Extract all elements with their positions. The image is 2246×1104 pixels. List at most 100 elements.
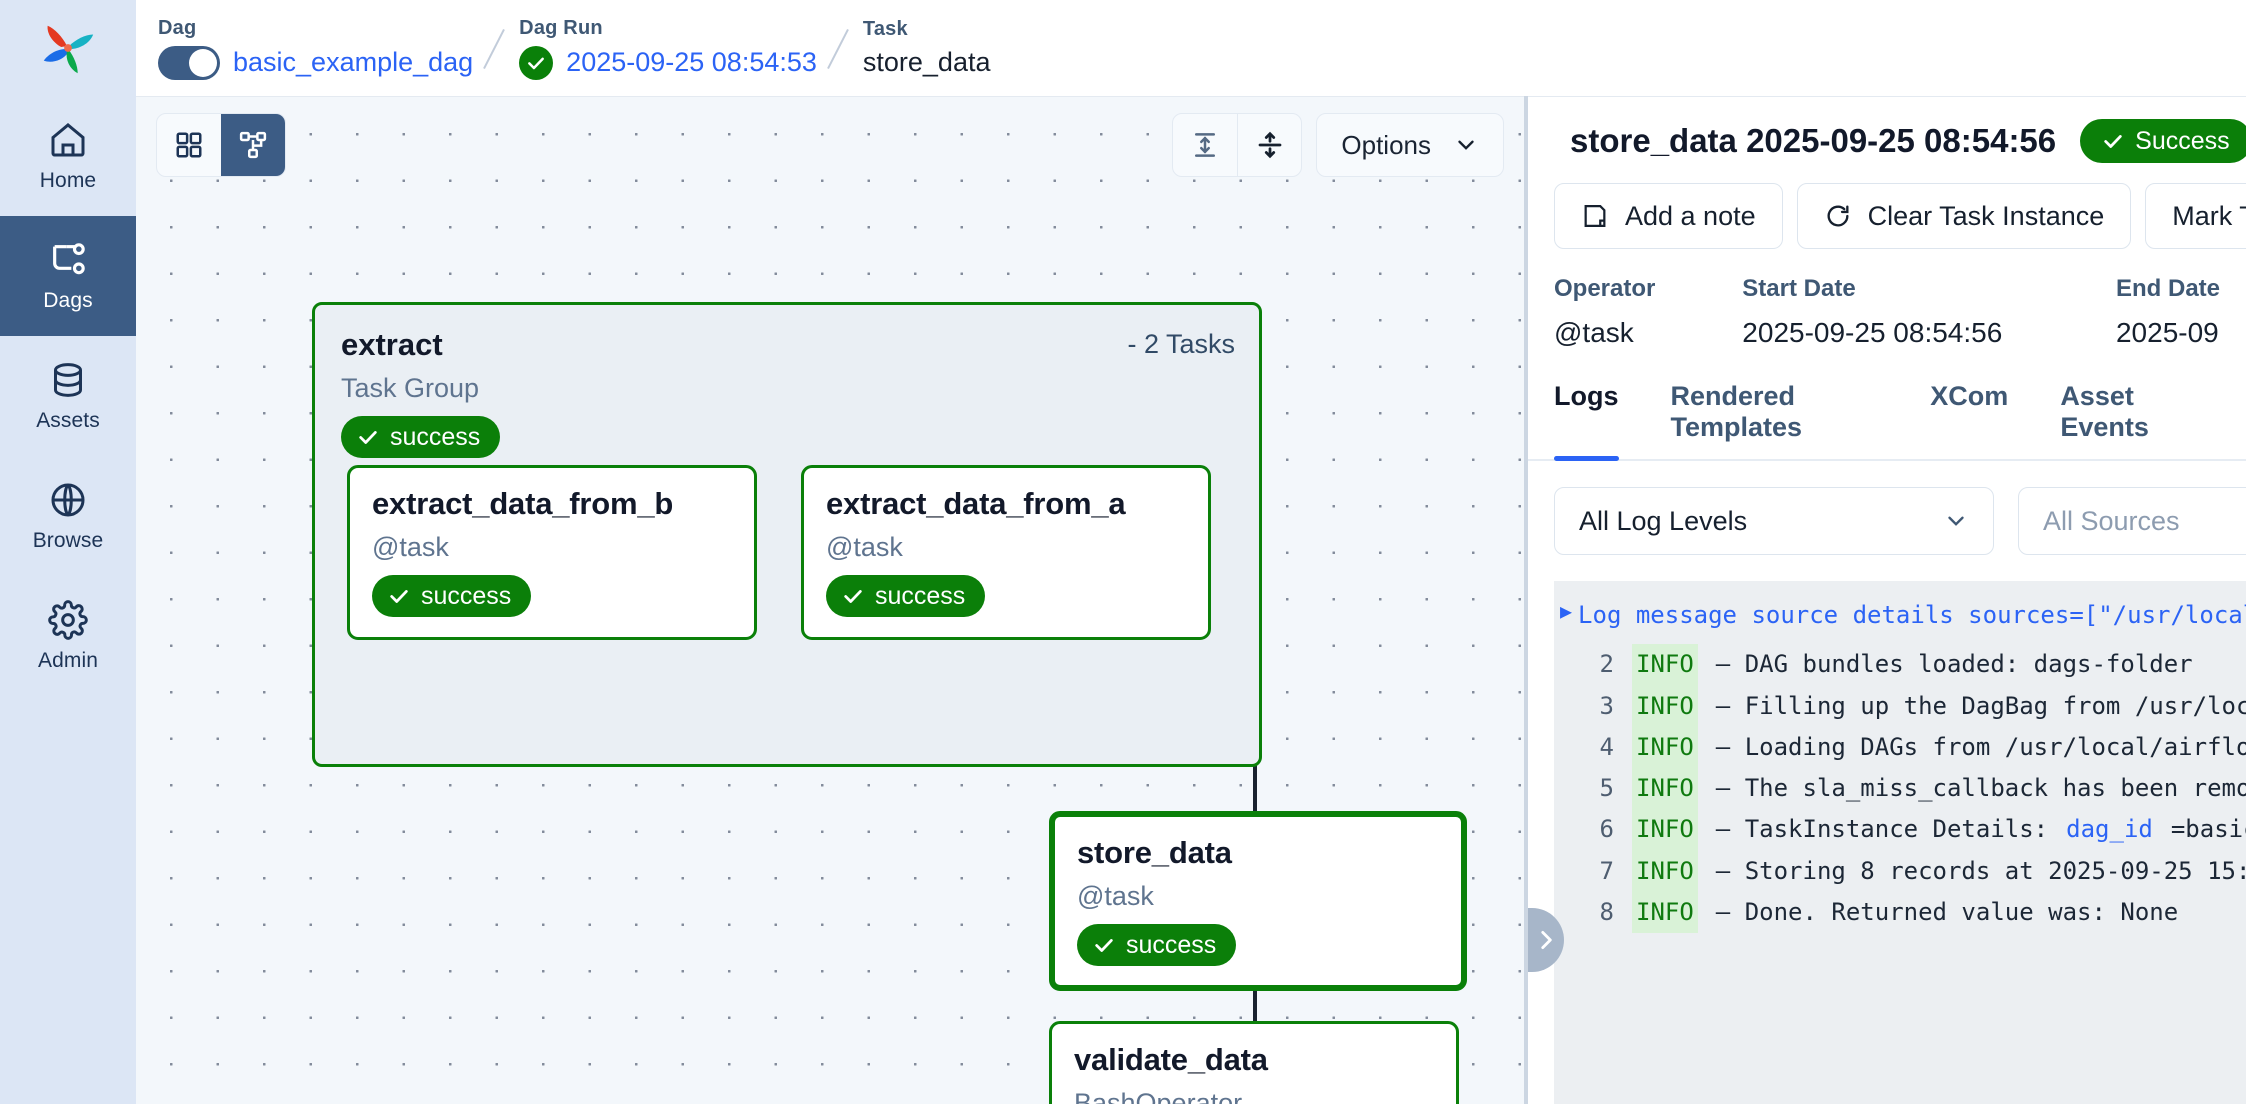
airflow-logo[interactable] [0, 0, 136, 96]
log-level: INFO [1632, 685, 1698, 727]
breadcrumb-dag-label: Dag [158, 16, 197, 39]
task-action-buttons: Add a note Clear Task Instance Mark Task… [1554, 183, 2246, 249]
log-line-number: 2 [1599, 650, 1614, 679]
log-level: INFO [1632, 809, 1698, 851]
dagrun-success-icon [519, 45, 554, 80]
breadcrumb-dagrun-label: Dag Run [519, 16, 603, 39]
grid-view-button[interactable] [157, 114, 221, 176]
graph-view-icon [239, 131, 267, 159]
log-message: – Storing 8 records at 2025-09-25 15:54:… [1715, 856, 2246, 885]
log-line-number: 5 [1599, 774, 1614, 803]
status-badge: success [372, 575, 532, 617]
tab-label: XCom [1930, 381, 2009, 411]
task-node-operator: @task [826, 532, 903, 562]
log-level: INFO [1632, 644, 1698, 686]
task-group-type: Task Group [341, 373, 480, 403]
sidebar-item-admin[interactable]: Admin [0, 576, 136, 696]
edge-to-store [1253, 731, 1257, 813]
check-icon [1095, 939, 1113, 952]
status-badge: Success [2080, 119, 2246, 163]
breadcrumb-dag-link[interactable]: basic_example_dag [233, 47, 474, 77]
graph-view-button[interactable] [221, 114, 285, 176]
task-node-validate_data[interactable]: validate_data BashOperator success [1049, 1021, 1459, 1104]
log-line: 5 INFO – The sla_miss_callback has been … [1554, 768, 2246, 810]
database-icon [54, 362, 82, 397]
log-source-row[interactable]: ▶ Log message source details sources=["/… [1554, 595, 2246, 644]
log-line-number: 7 [1599, 856, 1614, 885]
home-icon [51, 122, 85, 156]
task-group-title: extract [341, 327, 443, 362]
log-level: INFO [1632, 726, 1698, 769]
breadcrumb-dagrun: Dag Run 2025-09-25 08:54:53 [519, 17, 817, 80]
details-tabs: Logs Rendered Templates XCom Asset Event… [1528, 381, 2246, 461]
sidebar-item-label: Dags [43, 288, 93, 312]
task-node-extract_data_from_b[interactable]: extract_data_from_b @task success [347, 465, 757, 640]
log-filters: All Log Levels All Sources [1528, 461, 2246, 555]
log-token-dag-id: dag_id [2066, 815, 2153, 844]
status-badge: success [1077, 924, 1237, 966]
log-line-number: 4 [1599, 732, 1614, 761]
breadcrumb-task-label: Task [862, 18, 908, 40]
check-icon [844, 590, 862, 603]
chevron-down-icon [1948, 516, 1964, 526]
dag-graph-pane[interactable]: Options extract [136, 96, 1524, 1104]
fit-height-button[interactable] [1173, 114, 1237, 176]
sidebar-item-dags[interactable]: Dags [0, 216, 136, 336]
check-icon [390, 590, 408, 603]
breadcrumb-task: Task store_data [863, 18, 991, 78]
tab-logs[interactable]: Logs [1554, 381, 1645, 461]
mark-task-instance-button[interactable]: Mark Task Instance [2145, 183, 2246, 249]
log-message: – Loading DAGs from /usr/local/airflow/d… [1715, 732, 2246, 761]
clear-task-instance-button[interactable]: Clear Task Instance [1796, 183, 2132, 249]
flip-direction-button[interactable] [1237, 114, 1301, 176]
tab-label: Asset Events [2060, 381, 2149, 442]
meta-key: Start Date [1742, 275, 1856, 302]
task-node-title: validate_data [1074, 1042, 1268, 1077]
sidebar-item-assets[interactable]: Assets [0, 336, 136, 456]
dag-pause-toggle[interactable] [158, 45, 220, 80]
log-level: INFO [1632, 891, 1698, 934]
toggle-knob [189, 48, 217, 77]
task-details-header: store_data 2025-09-25 08:54:56 Success A… [1528, 97, 2246, 249]
gear-icon [48, 599, 88, 640]
task-node-store_data[interactable]: store_data @task success [1049, 811, 1467, 991]
task-node-operator: @task [372, 532, 449, 562]
log-line-number: 6 [1599, 815, 1614, 844]
expand-caret-icon[interactable]: ▶ [1560, 599, 1573, 623]
log-message: – TaskInstance Details: [1715, 815, 2049, 844]
fit-height-icon [1195, 133, 1216, 157]
log-message: – The sla_miss_callback has been removed… [1715, 774, 2246, 803]
meta-key: End Date [2115, 275, 2220, 302]
graph-layout-controls [1172, 113, 1303, 177]
task-node-title: extract_data_from_a [826, 486, 1126, 521]
status-badge: success [826, 575, 986, 617]
status-label: success [390, 422, 481, 451]
log-level: INFO [1632, 850, 1698, 892]
breadcrumb-dagrun-link[interactable]: 2025-09-25 08:54:53 [566, 47, 817, 77]
options-label: Options [1341, 129, 1431, 160]
task-node-title: extract_data_from_b [372, 486, 674, 521]
meta-value: 2025-09-25 08:54:56 [1742, 317, 2003, 348]
tab-label: Rendered Templates [1670, 381, 1803, 442]
sidebar-item-browse[interactable]: Browse [0, 456, 136, 576]
status-label: success [1126, 930, 1217, 959]
tab-asset-events[interactable]: Asset Events [2034, 381, 2220, 459]
tab-rendered-templates[interactable]: Rendered Templates [1645, 381, 1905, 459]
graph-toolbar-right: Options [1172, 113, 1504, 177]
log-level-value: All Log Levels [1579, 505, 1748, 536]
log-output[interactable]: ▶ Log message source details sources=["/… [1554, 581, 2246, 1104]
sidebar-item-label: Home [39, 168, 97, 192]
log-message-tail: =basic_example_dag ta [2170, 815, 2246, 844]
log-sources-select[interactable]: All Sources [2018, 487, 2246, 555]
chevron-right-icon [1541, 931, 1552, 949]
task-node-extract_data_from_a[interactable]: extract_data_from_a @task success [801, 465, 1211, 640]
status-badge: success [341, 416, 501, 458]
add-note-button[interactable]: Add a note [1554, 183, 1783, 249]
log-level-select[interactable]: All Log Levels [1554, 487, 1994, 555]
sidebar-item-home[interactable]: Home [0, 96, 136, 216]
options-button[interactable]: Options [1316, 113, 1504, 177]
panel-divider[interactable] [1524, 96, 1564, 1104]
tab-xcom[interactable]: XCom [1904, 381, 2034, 459]
sidebar-item-label: Assets [36, 408, 100, 432]
